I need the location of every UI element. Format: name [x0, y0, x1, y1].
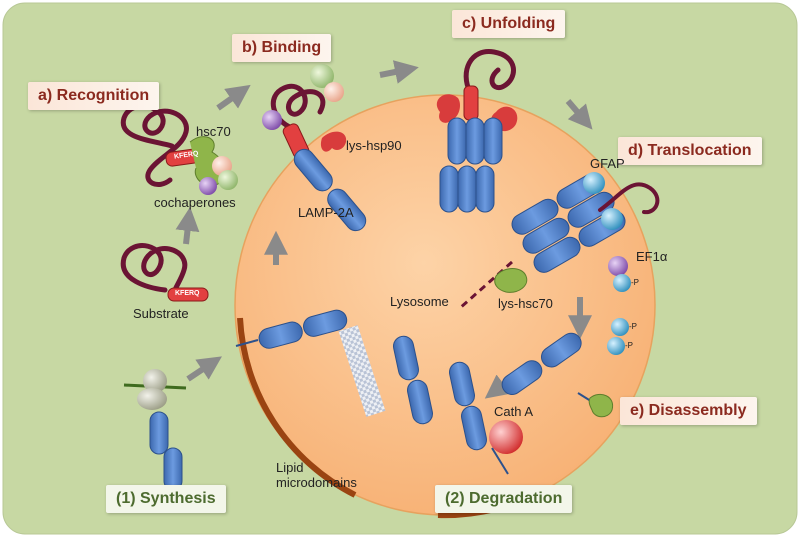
step-synthesis: (1) Synthesis [106, 485, 226, 513]
label-phospho-1: -P [631, 278, 639, 287]
label-phospho-3: -P [625, 341, 633, 350]
label-lys-hsc70: lys-hsc70 [498, 296, 553, 311]
ribosome-top [143, 369, 167, 393]
unfolding-complex [436, 49, 518, 213]
recognition-complex [120, 103, 238, 195]
unfold-lamp-c2 [475, 165, 495, 213]
inserted-lamp-tail [235, 339, 259, 347]
arrow-synthesis-to-membrane [186, 356, 222, 382]
substrate-chain-bound [120, 103, 189, 187]
lumen-lamp-fragments [393, 335, 487, 451]
ef1a-phospho-ball-1 [611, 318, 629, 336]
trans-lamp-1 [511, 198, 559, 235]
lamp2a-segment-2 [327, 188, 367, 232]
binding-cochaperone-purple [262, 110, 282, 130]
substrate-chain-binding [270, 83, 326, 131]
label-hsc70: hsc70 [196, 124, 231, 139]
inserted-lamp-seg-1 [258, 321, 303, 349]
inserted-lamp [258, 309, 348, 349]
lumen-lamp-2a [449, 361, 475, 407]
gfap-ball-2 [601, 208, 623, 230]
label-cochaperones: cochaperones [154, 195, 236, 210]
arrow-recognition-to-binding [216, 84, 251, 111]
cochaperone-green [218, 170, 238, 190]
cathepsin-a [489, 420, 523, 454]
trans-lamp-2 [522, 217, 570, 254]
lumen-lamp-1a [393, 335, 419, 381]
step-degradation: (2) Degradation [435, 485, 573, 513]
degraded-substrate [338, 325, 386, 417]
binding-cochaperone-green [310, 64, 334, 88]
arrow-unfolding-to-translocation [565, 99, 593, 130]
lumen-lamp-1b [407, 379, 433, 425]
unfold-lamp-a1 [447, 117, 467, 165]
step-disassembly: e) Disassembly [620, 397, 757, 425]
ribosome-bottom [137, 388, 167, 410]
synthesis-lamp-2 [163, 447, 183, 491]
step-recognition: a) Recognition [28, 82, 160, 110]
label-lys-hsp90: lys-hsp90 [346, 138, 402, 153]
label-lamp2a: LAMP-2A [298, 205, 354, 220]
binding-complex [262, 64, 367, 232]
lys-hsc70-shape [494, 268, 528, 293]
substrate-chain-free [120, 243, 188, 301]
unfold-lamp-a2 [439, 165, 459, 213]
lipid-microdomain-left [237, 317, 357, 498]
label-substrate: Substrate [133, 306, 189, 321]
label-lysosome: Lysosome [390, 294, 449, 309]
disassembly-lamp-seg-1 [501, 360, 543, 396]
unfold-lamp-b1 [465, 117, 485, 165]
step-translocation: d) Translocation [618, 137, 762, 165]
lys-hsp90-unfolding-left [436, 94, 460, 123]
label-lipid: Lipid [276, 460, 304, 475]
kferq-motif-unfolding [463, 85, 479, 121]
synthesis-lamp-1 [149, 411, 169, 455]
binding-cochaperone-peach [324, 82, 344, 102]
hsc70-disassembly [588, 394, 614, 418]
disassembly-lamp-seg-2 [540, 332, 582, 368]
lamp2a-monomer [293, 148, 367, 232]
arrow-binding-to-unfolding [379, 60, 419, 84]
label-phospho-2: -P [629, 322, 637, 331]
lamp2a-segment-1 [293, 148, 333, 192]
ef1a-ball-teal [613, 274, 631, 292]
unfold-lamp-c1 [483, 117, 503, 165]
gfap-ball-1 [583, 172, 605, 194]
trans-lamp-3 [533, 236, 581, 273]
inserted-lamp-seg-2 [303, 309, 348, 337]
ef1a-ball-purple [608, 256, 628, 276]
step-binding: b) Binding [232, 34, 332, 62]
label-kferq-free: KFERQ [175, 290, 200, 297]
cath-a-lamp-tail [491, 447, 509, 475]
substrate-chain-translocating [598, 182, 660, 215]
lumen-lamp-2b [461, 405, 487, 451]
disassembly-complex [501, 332, 614, 418]
label-cath-a: Cath A [494, 404, 534, 419]
kferq-motif-free [167, 287, 209, 302]
unfold-lamp-b2 [457, 165, 477, 213]
lys-hsp90-binding [320, 131, 347, 152]
label-ef1a: EF1α [636, 249, 668, 264]
label-gfap: GFAP [590, 156, 625, 171]
translocation-complex [459, 172, 660, 355]
disassembly-lamp [501, 332, 582, 396]
step-unfolding: c) Unfolding [452, 10, 566, 38]
ef1a-phospho-ball-2 [607, 337, 625, 355]
free-substrate [120, 243, 209, 302]
substrate-chain-unfolding [463, 49, 516, 95]
cochaperone-purple [199, 177, 217, 195]
label-microdomains: microdomains [276, 475, 357, 490]
arrow-substrate-to-complex [175, 206, 200, 245]
